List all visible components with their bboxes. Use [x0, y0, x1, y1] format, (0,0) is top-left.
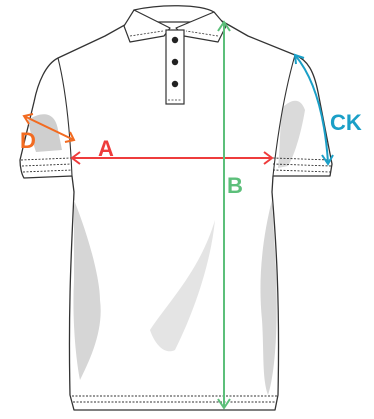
fold-shadow-right-sleeve — [278, 100, 305, 168]
hem-stitch — [72, 395, 278, 403]
measurement-a — [70, 151, 274, 165]
placket — [165, 29, 185, 105]
measurement-a-arrow-left — [70, 151, 81, 165]
label-a: A — [98, 136, 114, 161]
left-shoulder-seam — [57, 57, 73, 177]
measurement-ck-arrow-bottom — [321, 154, 334, 166]
right-shoulder-seam — [272, 54, 296, 177]
measurement-d-line — [23, 115, 75, 141]
measurement-ck-arrow-top — [293, 53, 305, 65]
fold-shadow-center — [150, 220, 215, 352]
measurement-d-arrow-right — [64, 131, 76, 143]
collar-left-wing — [123, 9, 171, 43]
shirt — [19, 5, 333, 411]
measurement-ck-curve — [294, 54, 329, 163]
label-d: D — [20, 128, 36, 153]
fold-shadow-left-body — [73, 200, 101, 380]
label-b: B — [227, 173, 243, 198]
fold-shadow-left-sleeve — [28, 114, 62, 152]
measurement-b-arrow-bottom — [217, 398, 231, 410]
measurement-b — [217, 20, 231, 410]
measurement-a-arrow-right — [263, 151, 274, 165]
measurement-ck — [293, 53, 334, 166]
measurement-d-arrow-left — [22, 113, 34, 125]
measurement-d — [22, 113, 76, 143]
fold-shadow-right-body — [260, 200, 277, 395]
collar-stitch — [129, 30, 219, 37]
button-3 — [171, 80, 179, 88]
right-cuff — [272, 157, 332, 173]
label-ck: CK — [330, 110, 362, 135]
button-2 — [171, 58, 179, 66]
measurement-b-arrow-top — [217, 20, 231, 32]
left-cuff — [20, 157, 73, 173]
button-1 — [171, 36, 179, 44]
